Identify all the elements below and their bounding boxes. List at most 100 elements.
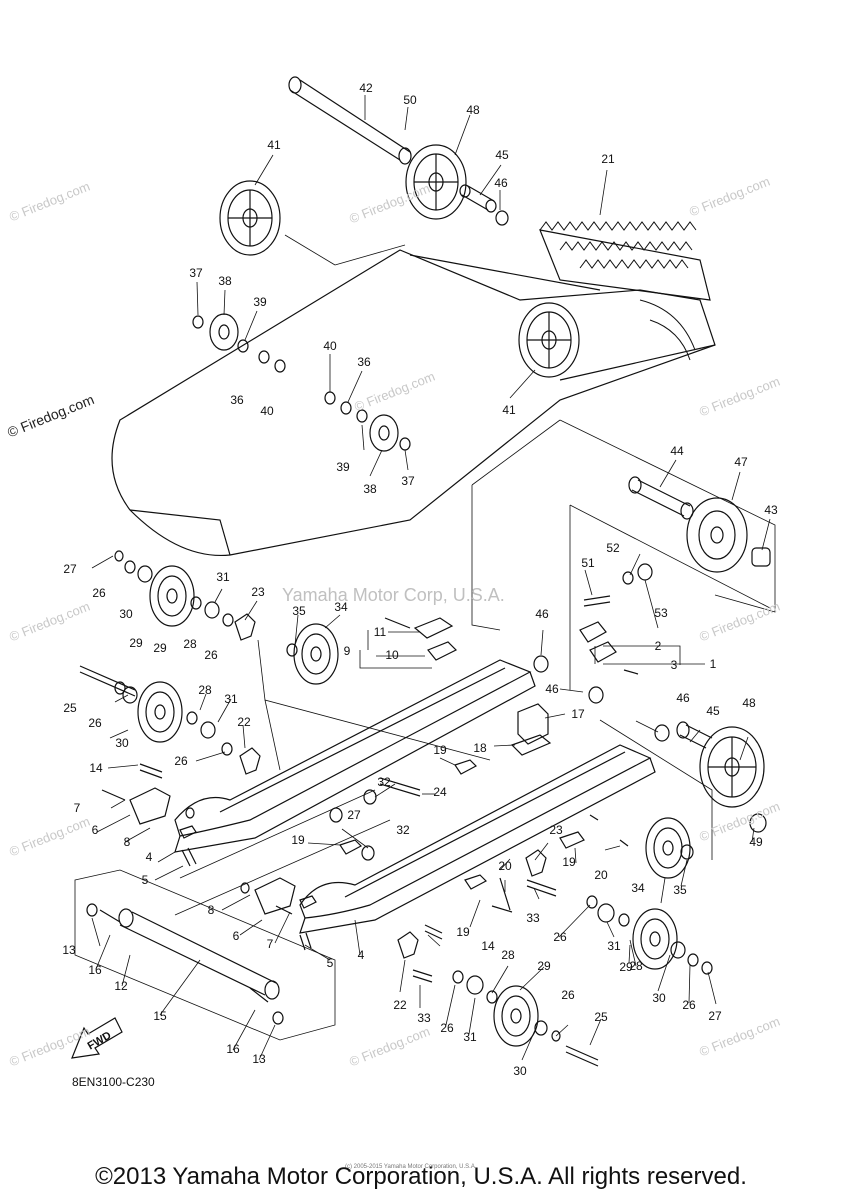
wheel-48-top [405,144,467,220]
callout-6: 6 [91,823,99,837]
callout-29: 29 [129,636,143,650]
callout-46: 46 [494,176,508,190]
callout-35: 35 [673,883,687,897]
callout-45: 45 [706,704,720,718]
callout-29: 29 [153,641,167,655]
callout-43: 43 [764,503,778,517]
callout-33: 33 [526,911,540,925]
leader-lines [91,95,771,1061]
callout-47: 47 [734,455,748,469]
callout-12: 12 [114,979,128,993]
wheel-41-right [518,302,580,378]
callout-19: 19 [291,833,305,847]
callout-27: 27 [708,1009,722,1023]
slide-rail-right [299,744,656,934]
tiny-notice: (c) 2005-2015 Yamaha Motor Corporation, … [345,1164,477,1170]
callout-40: 40 [260,404,274,418]
callout-42: 42 [359,81,373,95]
callout-28: 28 [501,948,515,962]
callout-48: 48 [742,696,756,710]
callout-5: 5 [326,956,334,970]
callout-36: 36 [230,393,244,407]
axle-42 [288,76,412,165]
callout-39: 39 [336,460,350,474]
callout-28: 28 [198,683,212,697]
callout-52: 52 [606,541,620,555]
callout-16: 16 [226,1042,240,1056]
bolts [79,595,639,1067]
callout-3: 3 [670,658,678,672]
callout-19: 19 [456,925,470,939]
callout-46: 46 [545,682,559,696]
callout-31: 31 [224,692,238,706]
callout-19: 19 [433,743,447,757]
callout-6: 6 [232,929,240,943]
callout-29: 29 [537,959,551,973]
callout-37: 37 [189,266,203,280]
wheel-41-left [219,180,281,256]
callout-32: 32 [377,775,391,789]
callout-4: 4 [145,850,153,864]
callout-7: 7 [73,801,81,815]
callout-37: 37 [401,474,415,488]
construction-lines [74,234,776,1041]
callout-26: 26 [682,998,696,1012]
callout-27: 27 [347,808,361,822]
callout-33: 33 [417,1011,431,1025]
callout-51: 51 [581,556,595,570]
wheel-38-b [369,414,399,452]
callout-41: 41 [267,138,281,152]
brackets [129,613,617,959]
callout-15: 15 [153,1009,167,1023]
callout-19: 19 [562,855,576,869]
callout-50: 50 [403,93,417,107]
callout-27: 27 [63,562,77,576]
callout-4: 4 [357,948,365,962]
callout-49: 49 [749,835,763,849]
callout-48: 48 [466,103,480,117]
callout-23: 23 [251,585,265,599]
callout-30: 30 [652,991,666,1005]
callout-36: 36 [357,355,371,369]
callout-14: 14 [89,761,103,775]
callout-46: 46 [535,607,549,621]
callout-14: 14 [481,939,495,953]
callout-38: 38 [218,274,232,288]
callout-25: 25 [63,701,77,715]
callout-40: 40 [323,339,337,353]
callout-16: 16 [88,963,102,977]
callout-26: 26 [92,586,106,600]
callout-44: 44 [670,444,684,458]
callout-26: 26 [88,716,102,730]
callout-39: 39 [253,295,267,309]
callout-21: 21 [601,152,615,166]
callout-25: 25 [594,1010,608,1024]
callout-11: 11 [373,625,387,639]
callout-20: 20 [594,868,608,882]
slide-rail-left [174,659,536,853]
callout-8: 8 [207,903,215,917]
callout-24: 24 [433,785,447,799]
callout-26: 26 [553,930,567,944]
callout-32: 32 [396,823,410,837]
callout-31: 31 [607,939,621,953]
callout-23: 23 [549,823,563,837]
callout-8: 8 [123,835,131,849]
callout-20: 20 [498,859,512,873]
wheel-29-d [493,985,539,1047]
callout-10: 10 [385,648,399,662]
callout-7: 7 [266,937,274,951]
callout-35: 35 [292,604,306,618]
callout-22: 22 [237,715,251,729]
callout-26: 26 [440,1021,454,1035]
callout-41: 41 [502,403,516,417]
copyright-footer: ©2013 Yamaha Motor Corporation, U.S.A. A… [95,1163,747,1190]
callout-5: 5 [141,873,149,887]
callout-13: 13 [62,943,76,957]
wheel-29-c [632,908,678,970]
track-belt [111,229,716,557]
wheel-29-b [137,681,183,743]
wheel-48-right [699,726,765,808]
fwd-arrow-icon [71,1017,123,1059]
